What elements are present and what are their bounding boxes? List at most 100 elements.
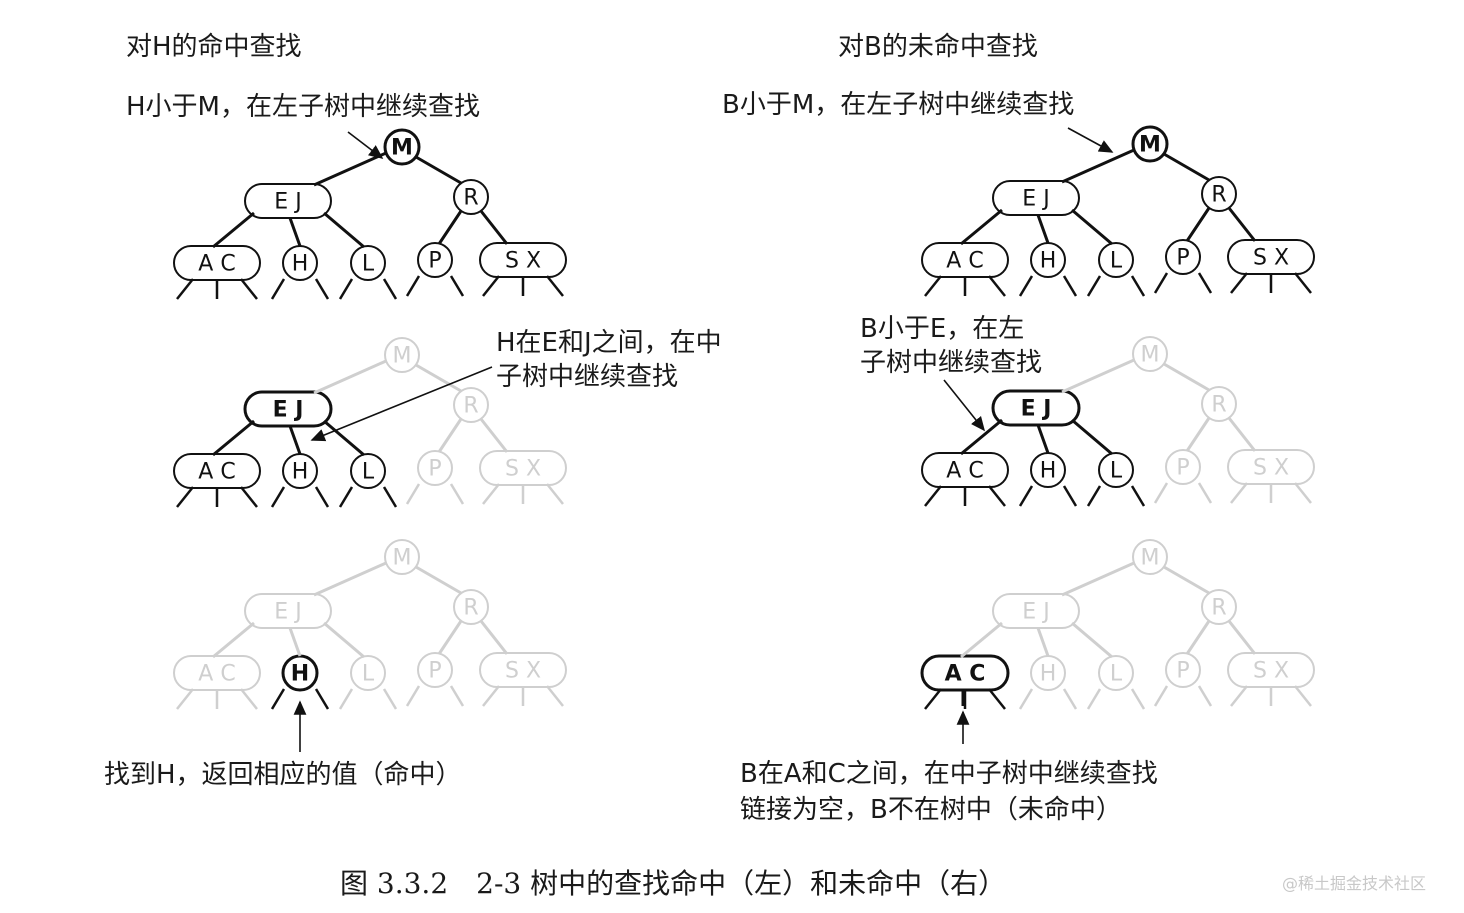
left-tree-1-node-h: H [282, 245, 318, 281]
right-tree-1-node-r-label: R [1211, 183, 1226, 208]
right-tree-3-node-r-label: R [1211, 596, 1226, 621]
left-tree-3-node-l: L [350, 655, 386, 691]
left-tree-1-node-r: R [453, 179, 489, 215]
right-tree-3-edge-m-r [1163, 565, 1210, 595]
left-tree-1-h-link-0 [270, 278, 286, 300]
right-tree-3-h-link-1 [1062, 688, 1078, 710]
right-tree-3-node-r: R [1201, 589, 1237, 625]
left-tree-3-edge-ej-ac [212, 621, 255, 659]
right-tree-3-edge-ej-ac [960, 621, 1003, 659]
left-tree-3-h-link-1 [314, 688, 330, 710]
right-step1-text: B小于M，在左子树中继续查找 [722, 90, 1075, 120]
right-tree-2-sx-link-0 [1230, 482, 1248, 504]
right-tree-3-edge-r-sx [1227, 620, 1257, 655]
left-step1-text: H小于M，在左子树中继续查找 [126, 92, 480, 122]
left-tree-1-node-sx-label: S X [505, 249, 541, 274]
left-tree-3-h-link-0 [270, 688, 286, 710]
right-tree-2-node-sx: S X [1227, 449, 1315, 485]
left-tree-3-ac-link-0 [176, 688, 194, 710]
left-tree-2-node-ej-label: E J [273, 398, 304, 423]
left-tree-1-edge-m-r [415, 155, 462, 185]
right-tree-3-edge-ej-l [1071, 621, 1113, 659]
left-tree-1-node-p: P [417, 242, 453, 278]
left-tree-3-p-link-1 [449, 685, 465, 707]
left-tree-2-p-link-0 [405, 483, 421, 505]
right-tree-1-edge-m-ej [1061, 148, 1135, 184]
right-tree-1-node-p: P [1165, 239, 1201, 275]
right-arrow-2 [943, 379, 985, 432]
left-tree-3-node-ej-label: E J [274, 600, 301, 625]
left-tree-3-node-h-label: H [291, 662, 309, 687]
left-tree-2-node-ac: A C [173, 453, 261, 489]
right-tree-3-node-m: M [1132, 539, 1168, 575]
right-tree-3-sx-link-2 [1294, 685, 1312, 707]
left-tree-2-node-m: M [384, 337, 420, 373]
right-tree-2-edge-ej-ac [960, 418, 1003, 456]
right-tree-2-edge-r-p [1185, 417, 1211, 452]
left-tree-3-p-link-0 [405, 685, 421, 707]
right-tree-3-ac-link-2 [988, 688, 1006, 710]
left-tree-1-node-m: M [383, 128, 421, 166]
left-tree-2-node-l-label: L [362, 460, 375, 485]
right-tree-1-h-link-0 [1018, 275, 1034, 297]
right-tree-1-node-ej-label: E J [1022, 187, 1049, 212]
left-tree-3-node-sx-label: S X [505, 659, 541, 684]
left-tree-2-node-ej: E J [243, 390, 333, 428]
left-tree-2-ac-link-2 [240, 486, 258, 508]
right-tree-1-node-ac: A C [921, 242, 1009, 278]
left-tree-3-edge-ej-h [288, 627, 302, 657]
left-tree-3-node-m: M [384, 539, 420, 575]
left-tree-1-ac-link-2 [240, 278, 258, 300]
left-tree-1-node-ej: E J [244, 183, 332, 219]
right-tree-2-ac-link-0 [924, 485, 942, 507]
right-tree-3-edge-ej-h [1036, 627, 1050, 657]
right-tree-3-node-m-label: M [1141, 546, 1160, 571]
right-tree-2-node-h-label: H [1040, 459, 1057, 484]
left-tree-1-edge-m-ej [313, 151, 387, 187]
left-tree-3-edge-m-ej [313, 561, 387, 597]
right-step3-text: B在A和C之间，在中子树中继续查找 链接为空，B不在树中（未命中） [740, 759, 1158, 825]
left-tree-2-sx-link-2 [546, 483, 564, 505]
left-tree-2-edge-ej-l [323, 419, 365, 457]
right-tree-3-p-link-0 [1153, 685, 1169, 707]
right-tree-2-node-ej-label: E J [1021, 397, 1052, 422]
right-tree-2-edge-r-sx [1227, 417, 1257, 452]
left-tree-2-h-link-1 [314, 486, 330, 508]
left-tree-1-l-link-1 [382, 278, 398, 300]
left-tree-1-sx-link-2 [546, 275, 564, 297]
right-tree-2-node-ac-label: A C [946, 459, 983, 484]
left-tree-3-node-p: P [417, 652, 453, 688]
left-tree-2-node-sx-label: S X [505, 457, 541, 482]
left-tree-3-node-m-label: M [393, 546, 412, 571]
right-tree-2-ac-link-2 [988, 485, 1006, 507]
right-tree-2-h-link-1 [1062, 485, 1078, 507]
right-step2-text: B小于E，在左 子树中继续查找 [860, 314, 1043, 378]
left-tree-3-node-l-label: L [362, 662, 375, 687]
right-tree-1-edge-ej-ac [960, 208, 1003, 246]
left-tree-1-node-ac: A C [173, 245, 261, 281]
right-tree-3-l-link-0 [1086, 688, 1102, 710]
left-tree-1-l-link-0 [338, 278, 354, 300]
right-tree-3-node-ej: E J [992, 593, 1080, 629]
right-tree-3-h-link-0 [1018, 688, 1034, 710]
left-step2-text: H在E和J之间，在中 子树中继续查找 [496, 328, 722, 392]
right-tree-1-node-ac-label: A C [946, 249, 983, 274]
left-tree-1-edge-r-sx [479, 210, 509, 245]
left-tree-2-node-p-label: P [428, 457, 441, 482]
right-tree-3-edge-r-p [1185, 620, 1211, 655]
right-tree-1-p-link-0 [1153, 272, 1169, 294]
left-tree-1-edge-ej-l [323, 211, 365, 249]
left-title: 对H的命中查找 [126, 32, 302, 62]
right-tree-1-node-l-label: L [1110, 249, 1123, 274]
left-tree-3-sx-link-0 [482, 685, 500, 707]
right-arrow-1 [1067, 127, 1114, 153]
right-title: 对B的未命中查找 [838, 32, 1038, 62]
left-tree-2-node-r-label: R [463, 394, 478, 419]
left-tree-1-node-r-label: R [463, 186, 478, 211]
left-tree-2-l-link-1 [382, 486, 398, 508]
right-tree-3-node-l: L [1098, 655, 1134, 691]
left-tree-1-node-m-label: M [391, 136, 413, 161]
right-tree-1-ac-link-0 [924, 275, 942, 297]
